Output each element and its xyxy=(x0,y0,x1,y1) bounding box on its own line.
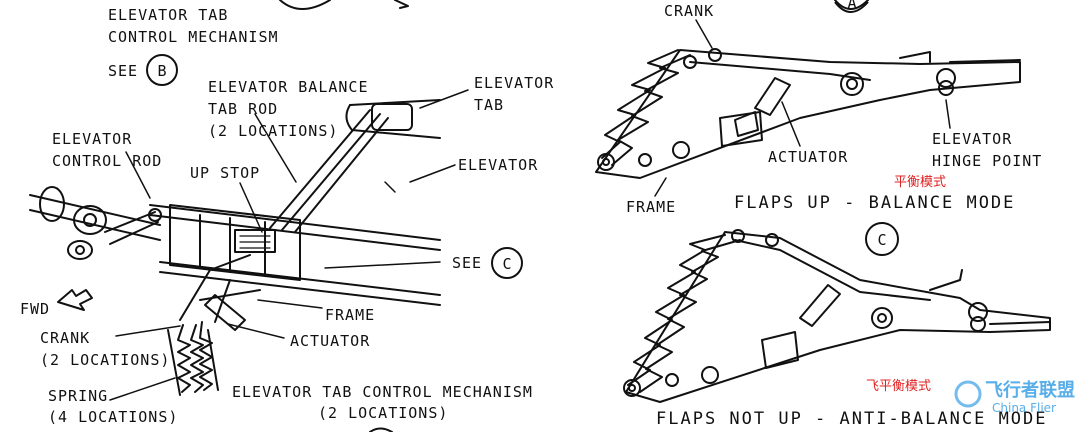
frame-label: FRAME xyxy=(325,306,375,324)
crank-label: CRANK(2 LOCATIONS) xyxy=(40,329,170,369)
watermark: 飞行者联盟 China Flier xyxy=(954,379,1075,415)
flaps-up-mechanism-drawing xyxy=(595,0,1021,197)
frame-label-top: FRAME xyxy=(626,198,676,216)
ref-c-letter-right: C xyxy=(877,231,886,249)
see-c-label: SEE xyxy=(452,254,482,272)
ref-a-letter: A xyxy=(847,0,856,12)
ref-circle-a xyxy=(834,1,869,13)
fwd-label: FWD xyxy=(20,300,50,318)
see-b-label: SEE xyxy=(108,62,138,80)
elevator-label: ELEVATOR xyxy=(458,156,538,174)
watermark-cn: 飞行者联盟 xyxy=(985,379,1075,401)
spring-label: SPRING(4 LOCATIONS) xyxy=(48,387,178,426)
flaps-not-up-mechanism-drawing xyxy=(623,229,1051,403)
flaps-up-caption: FLAPS UP - BALANCE MODE xyxy=(734,193,1015,213)
ref-b-letter: B xyxy=(157,62,166,80)
crank-label-top: CRANK xyxy=(664,2,714,20)
ref-circle-c-left xyxy=(491,247,523,279)
up-stop-label: UP STOP xyxy=(190,164,260,182)
watermark-en: China Flier xyxy=(992,401,1056,415)
mechanism-caption: ELEVATOR TAB CONTROL MECHANISM(2 LOCATIO… xyxy=(232,383,533,422)
flaps-not-up-caption: FLAPS NOT UP - ANTI-BALANCE MODE xyxy=(656,409,1048,429)
ref-circle-c-right xyxy=(865,222,899,256)
watermark-logo-icon xyxy=(954,380,982,408)
cn-balance-mode-note: 平衡模式 xyxy=(894,175,946,190)
actuator-label-top: ACTUATOR xyxy=(768,148,848,166)
ref-c-letter-left: C xyxy=(502,255,511,273)
cn-anti-balance-note: 飞平衡模式 xyxy=(866,379,931,394)
ref-circle-b xyxy=(146,54,178,86)
elevator-assembly-drawing xyxy=(29,0,469,432)
actuator-label: ACTUATOR xyxy=(290,332,370,350)
